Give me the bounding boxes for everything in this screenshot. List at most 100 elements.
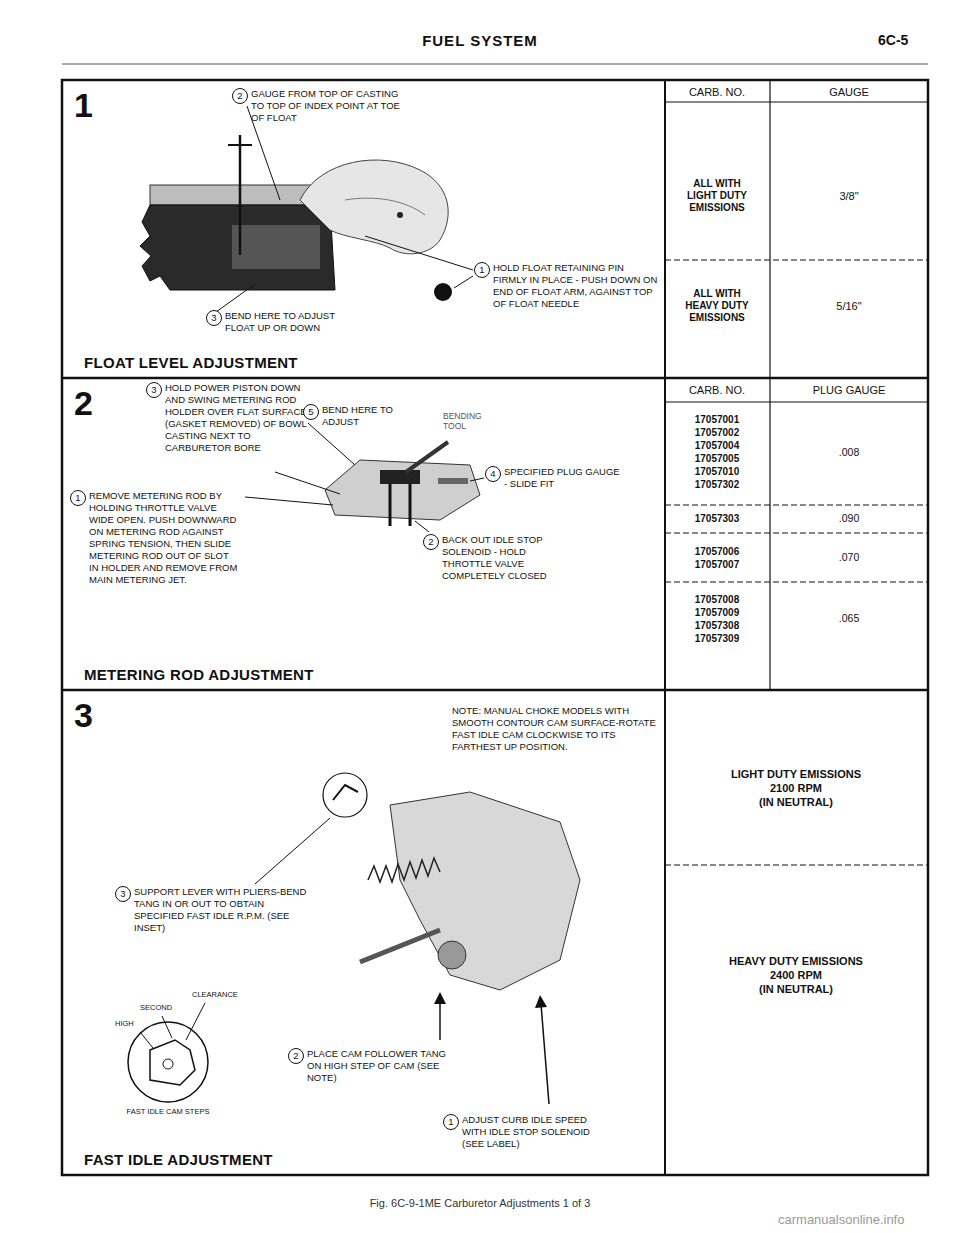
row-divider	[62, 689, 928, 692]
float	[232, 225, 320, 269]
inset-circle	[323, 773, 367, 817]
panel-heading: FLOAT LEVEL ADJUSTMENT	[84, 354, 298, 372]
metering-rod-illustration	[245, 423, 484, 532]
callout-number: 5	[303, 404, 319, 420]
callout-number: 1	[443, 1114, 459, 1130]
callout-number: 1	[70, 490, 86, 506]
float-illustration	[140, 106, 473, 312]
leader-line	[140, 1032, 153, 1048]
callout-instruction: PLACE CAM FOLLOWER TANG ON HIGH STEP OF …	[307, 1048, 447, 1084]
callout-instruction: ADJUST CURB IDLE SPEED WITH IDLE STOP SO…	[462, 1114, 602, 1150]
callout-number: 3	[206, 310, 222, 326]
hand	[300, 160, 448, 254]
callout-instruction: BEND HERE TO ADJUST FLOAT UP OR DOWN	[225, 310, 337, 334]
metering-rod	[409, 484, 412, 526]
callout: 2BACK OUT IDLE STOP SOLENOID - HOLD THRO…	[423, 534, 554, 582]
callout-instruction: SPECIFIED PLUG GAUGE - SLIDE FIT	[504, 466, 624, 490]
metering-rod	[389, 484, 392, 526]
callout: 1REMOVE METERING ROD BY HOLDING THROTTLE…	[70, 490, 239, 586]
figure-label: FAST IDLE CAM STEPS	[108, 1107, 228, 1116]
float-needle	[434, 283, 452, 301]
callout-number: 3	[115, 886, 131, 902]
table-cell: 5/16"	[799, 300, 899, 313]
table-header-rule	[665, 102, 928, 103]
leader-line	[365, 236, 473, 270]
table-cell: ALL WITH HEAVY DUTY EMISSIONS	[681, 288, 753, 324]
callout: 1ADJUST CURB IDLE SPEED WITH IDLE STOP S…	[443, 1114, 602, 1150]
figure-label: SECOND	[140, 1003, 180, 1012]
callout-number: 2	[288, 1048, 304, 1064]
leader-line	[454, 276, 473, 288]
float-bowl	[140, 205, 335, 290]
retaining-pin	[397, 212, 403, 218]
dashed-rule	[665, 865, 928, 866]
callout-number: 2	[232, 88, 248, 104]
arrow-line	[541, 1004, 549, 1104]
callout: 2GAUGE FROM TOP OF CASTING TO TOP OF IND…	[232, 88, 401, 124]
callout: 3HOLD POWER PISTON DOWN AND SWING METERI…	[146, 382, 315, 454]
panel-number: 1	[74, 86, 93, 124]
adjustment-panel: 1FLOAT LEVEL ADJUSTMENT 2GAUGE FROM TOP O…	[62, 80, 665, 378]
watermark: carmanualsonline.info	[778, 1212, 938, 1228]
table-cell: 17057006 17057007	[687, 545, 747, 571]
leader-line	[216, 284, 255, 312]
leader-line	[470, 478, 484, 481]
table-cell: LIGHT DUTY EMISSIONS	[671, 768, 921, 781]
table-cell: 2100 RPM	[671, 782, 921, 795]
leader-line	[308, 423, 355, 465]
table-cell: .008	[799, 446, 899, 459]
table-cell: HEAVY DUTY EMISSIONS	[671, 955, 921, 968]
leader-line	[415, 521, 429, 532]
spring	[368, 858, 440, 882]
callout: 5BEND HERE TO ADJUST	[303, 404, 402, 428]
table-cell: PLUG GAUGE	[774, 384, 924, 397]
callout-instruction: BACK OUT IDLE STOP SOLENOID - HOLD THROT…	[442, 534, 554, 582]
callout-instruction: BEND HERE TO ADJUST	[322, 404, 402, 428]
table-cell: 17057001 17057002 17057004 17057005 1705…	[687, 413, 747, 491]
table-cell: 17057008 17057009 17057308 17057309	[687, 593, 747, 645]
callout-number: 4	[485, 466, 501, 482]
dashed-rule	[665, 533, 928, 534]
table-cell: 2400 RPM	[671, 969, 921, 982]
callout-instruction: HOLD POWER PISTON DOWN AND SWING METERIN…	[165, 382, 315, 454]
table-cell: .070	[799, 551, 899, 564]
dashed-rule	[665, 582, 928, 583]
panel-number: 3	[74, 696, 93, 734]
figure-label: CLEARANCE	[192, 990, 244, 999]
arrowhead	[535, 995, 547, 1008]
leader-line	[275, 472, 340, 494]
figure-label: 6C-5	[878, 32, 938, 49]
gauge-rod	[239, 135, 242, 255]
finger-line	[345, 198, 425, 215]
table-cell: ALL WITH LIGHT DUTY EMISSIONS	[681, 178, 753, 214]
table-cell: 3/8"	[799, 190, 899, 203]
column-divider	[664, 80, 666, 1175]
tang	[333, 785, 358, 800]
table-column-divider	[769, 80, 770, 690]
callout-number: 2	[423, 534, 439, 550]
callout-instruction: SUPPORT LEVER WITH PLIERS-BEND TANG IN O…	[134, 886, 314, 934]
choke-housing	[390, 792, 580, 990]
table-dashed-rules	[665, 260, 928, 865]
callout-instruction: REMOVE METERING ROD BY HOLDING THROTTLE …	[89, 490, 239, 586]
rod-holder	[380, 470, 420, 484]
callout: 2PLACE CAM FOLLOWER TANG ON HIGH STEP OF…	[288, 1048, 447, 1084]
table-cell: GAUGE	[774, 86, 924, 99]
cam-inset	[128, 1022, 208, 1102]
fast-idle-cam	[438, 941, 466, 969]
table-cell: (IN NEUTRAL)	[671, 983, 921, 996]
callout: 3BEND HERE TO ADJUST FLOAT UP OR DOWN	[206, 310, 337, 334]
callout-instruction: GAUGE FROM TOP OF CASTING TO TOP OF INDE…	[251, 88, 401, 124]
cam-hole	[163, 1059, 173, 1069]
table-cell: CARB. NO.	[667, 86, 767, 99]
gauge-bar	[228, 144, 252, 146]
leader-line	[255, 818, 330, 884]
dashed-rule	[665, 260, 928, 261]
figure-caption: Fig. 6C-9-1ME Carburetor Adjustments 1 o…	[180, 1196, 780, 1210]
table-header-rule	[665, 402, 928, 403]
callout: 1HOLD FLOAT RETAINING PIN FIRMLY IN PLAC…	[474, 262, 658, 310]
adjustment-panel: 2METERING ROD ADJUSTMENT3HOLD POWER PIST…	[62, 378, 665, 690]
fast-idle-illustration	[128, 773, 580, 1104]
